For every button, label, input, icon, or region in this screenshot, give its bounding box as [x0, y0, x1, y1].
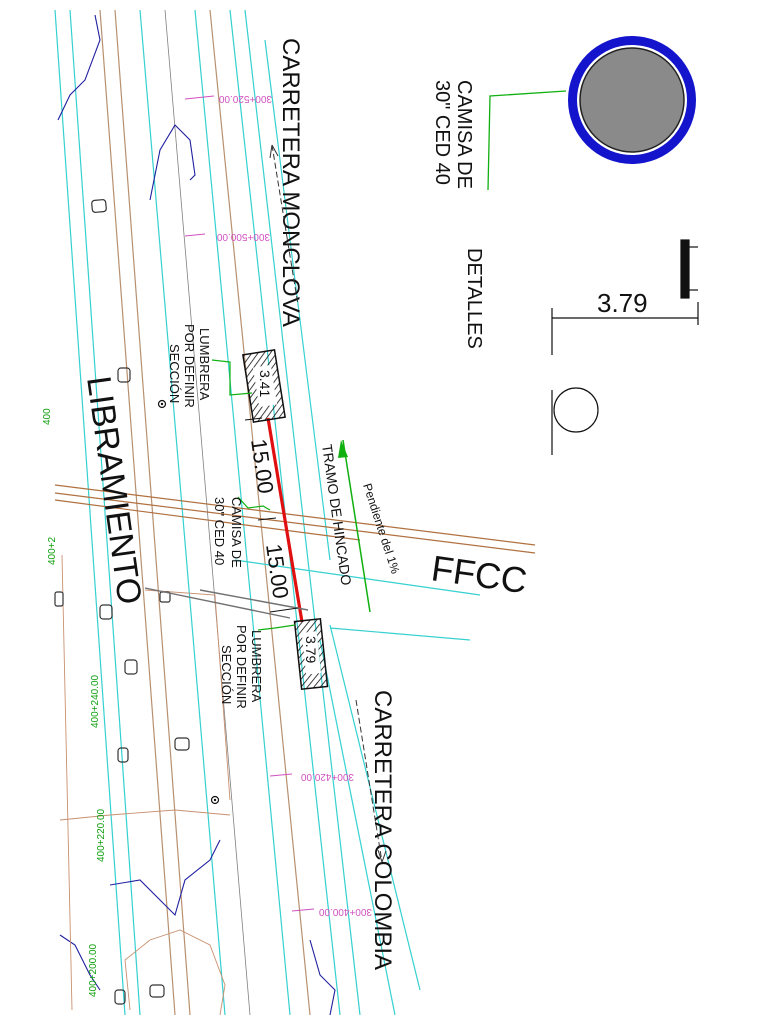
detalles-heading: DETALLES [463, 248, 485, 349]
colombia-edge-2 [319, 639, 396, 1016]
detail-depth-value: 3.79 [597, 288, 648, 318]
culverts [54, 199, 190, 1005]
label-line: POR DEFINIR [182, 324, 197, 408]
station-labels-green: 400+240.00 400+220.00 400+200.00 400+2 4… [42, 408, 107, 997]
label-line: 30" CED 40 [212, 497, 227, 565]
station-label: 400+200.00 [88, 943, 99, 997]
station-label: 300+400.00 [318, 906, 372, 917]
station-label: 400+2 [47, 536, 58, 565]
lumbrera-bottom: 3.79 [293, 618, 329, 690]
label-line: SECCIÓN [167, 344, 182, 403]
libramiento-edge-7 [194, 9, 291, 1016]
casing-detail-circle [568, 36, 696, 164]
station-label: 400+220.00 [96, 808, 107, 862]
pendiente-label: Pendiente del 1% [360, 482, 402, 576]
libramiento-edge-2 [69, 9, 141, 1016]
station-label: 300+520.00 [218, 93, 272, 104]
detail-dimension [551, 239, 699, 455]
contour-lines [57, 14, 336, 1016]
station-label: 400+240.00 [90, 674, 101, 728]
station-labels: 300+520.00 300+500.00 300+420.00 300+400… [184, 93, 372, 917]
ffcc-edge-cyan [234, 559, 481, 596]
wells [157, 399, 220, 805]
station-label: 400 [42, 408, 53, 425]
lumbrera-top: 3.41 [242, 349, 286, 423]
hincado-pipe-ghost-2 [144, 587, 291, 619]
camisa-center-label: CAMISA DE 30" CED 40 [212, 497, 244, 568]
libramiento-edge-10 [244, 9, 361, 1016]
terrain-lines [59, 554, 231, 1016]
monclova-direction-arrow [269, 144, 299, 306]
lumbrera-top-leader [211, 359, 253, 396]
libramiento-edge-8 [209, 9, 311, 1016]
road-label-monclova: CARRETERA MONCLOVA [277, 38, 304, 327]
lumbrera-bottom-leader [257, 624, 296, 631]
casing-detail-leader [487, 90, 567, 191]
station-label: 300+500.00 [216, 231, 270, 242]
label-line: CAMISA DE [453, 80, 475, 189]
colombia-direction-arrow [355, 699, 387, 863]
lumbrera-bottom-label: LUMBRERA POR DEFINIR SECCIÓN [219, 625, 264, 709]
hincado-pipe-ghost [199, 589, 309, 611]
libramiento-edge-1 [54, 9, 126, 1016]
label-line: CAMISA DE [229, 497, 244, 568]
road-label-colombia: CARRETERA COLOMBIA [369, 690, 396, 970]
label-line: POR DEFINIR [234, 625, 249, 709]
ffcc-track [54, 484, 536, 554]
shaft-top-depth: 3.41 [257, 370, 273, 397]
colombia-corner [329, 627, 471, 641]
lumbrera-top-label: LUMBRERA POR DEFINIR SECCIÓN [167, 324, 212, 408]
segment-dimensions: 15.00 15.00 [244, 417, 299, 613]
station-label: 300+420.00 [300, 771, 354, 782]
casing-detail-label: CAMISA DE 30" CED 40 [431, 80, 475, 189]
label-line: SECCIÓN [219, 645, 234, 704]
camisa-center-leader [237, 496, 271, 511]
shaft-bottom-depth: 3.79 [303, 636, 319, 663]
road-label-libramiento: LIBRAMIENTO [79, 374, 149, 607]
label-line: LUMBRERA [197, 328, 212, 401]
hincado-pipe [266, 417, 304, 623]
libramiento-edge-3 [99, 9, 176, 1016]
label-line: LUMBRERA [249, 630, 264, 703]
road-label-ffcc: FFCC [429, 547, 530, 601]
label-line: 30" CED 40 [431, 80, 453, 185]
colombia-edge-1 [329, 624, 421, 991]
slope-arrow [338, 439, 371, 613]
